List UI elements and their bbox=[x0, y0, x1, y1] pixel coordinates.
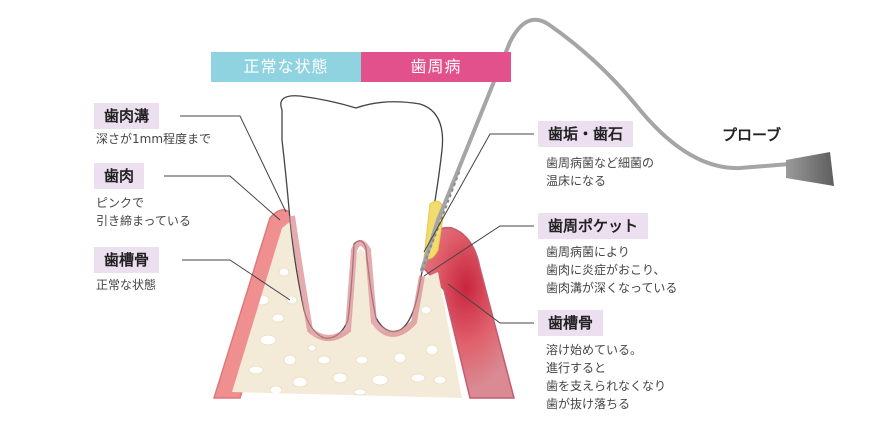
desc-gingival-sulcus: 深さが1mm程度まで bbox=[96, 132, 212, 146]
normal-state-header: 正常な状態 bbox=[211, 52, 361, 82]
label-alveolar-bone-disease: 歯槽骨 bbox=[538, 310, 604, 336]
label-periodontal-pocket: 歯周ポケット bbox=[538, 213, 649, 239]
label-plaque-tartar: 歯垢・歯石 bbox=[538, 121, 634, 147]
probe-handle-tip bbox=[786, 152, 834, 186]
label-gum: 歯肉 bbox=[94, 163, 145, 189]
label-gingival-sulcus: 歯肉溝 bbox=[94, 103, 160, 129]
desc-gum: ピンクで 引き締まっている bbox=[96, 196, 191, 228]
alveolar-bone bbox=[232, 220, 462, 398]
periodontal-disease-header: 歯周病 bbox=[361, 52, 511, 82]
bone-pattern bbox=[248, 267, 447, 396]
desc-periodontal-pocket: 歯周病菌により 歯肉に炎症がおこり、 歯肉溝が深くなっている bbox=[546, 245, 678, 295]
desc-alveolar-bone-disease: 溶け始めている。 進行すると 歯を支えられなくなり 歯が抜け落ちる bbox=[546, 343, 667, 411]
desc-plaque-tartar: 歯周病菌など細菌の 温床になる bbox=[546, 156, 655, 188]
label-probe: プローブ bbox=[722, 126, 782, 144]
label-alveolar-bone-normal: 歯槽骨 bbox=[94, 247, 160, 273]
desc-alveolar-bone-normal: 正常な状態 bbox=[96, 278, 157, 292]
probe bbox=[420, 17, 792, 272]
